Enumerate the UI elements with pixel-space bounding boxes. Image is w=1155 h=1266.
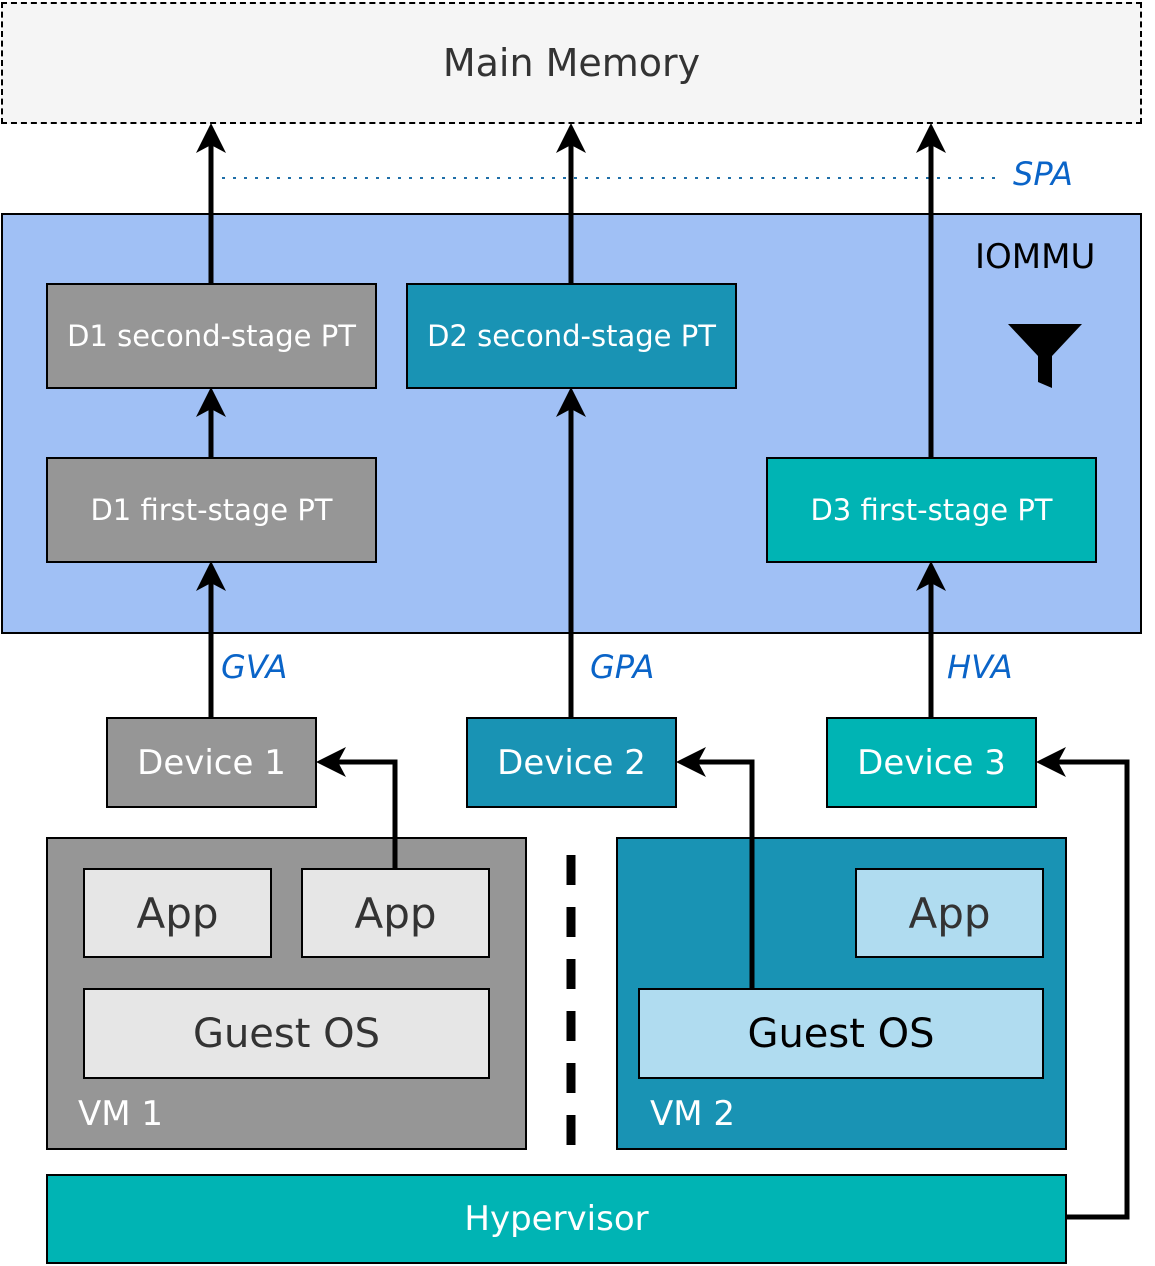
vm-1-guest-os: Guest OS xyxy=(83,988,490,1079)
spa-label: SPA xyxy=(1013,155,1073,193)
d1-second-stage-pt-label: D1 second-stage PT xyxy=(67,319,356,353)
vm-2-app-label: App xyxy=(908,888,991,938)
device-1-label: Device 1 xyxy=(137,742,286,783)
iommu-label: IOMMU xyxy=(975,237,1096,277)
d1-first-stage-pt-label: D1 first-stage PT xyxy=(90,493,333,527)
arrow-app-to-device1 xyxy=(316,747,398,868)
d3-first-stage-pt-label: D3 first-stage PT xyxy=(810,493,1053,527)
arrow-hypervisor-to-device3 xyxy=(1036,747,1130,1220)
d3-first-stage-pt: D3 first-stage PT xyxy=(766,457,1097,563)
device-2-box: Device 2 xyxy=(466,717,677,808)
vm-1-app-1-label: App xyxy=(136,888,219,938)
gva-label: GVA xyxy=(221,648,288,686)
arrow-guest-os-to-device2 xyxy=(676,747,755,988)
device-1-box: Device 1 xyxy=(106,717,317,808)
d2-second-stage-pt: D2 second-stage PT xyxy=(406,283,737,389)
main-memory-box: Main Memory xyxy=(1,2,1142,124)
device-3-box: Device 3 xyxy=(826,717,1037,808)
d2-second-stage-pt-label: D2 second-stage PT xyxy=(427,319,716,353)
hva-label: HVA xyxy=(947,648,1013,686)
hypervisor-box: Hypervisor xyxy=(46,1174,1067,1264)
vm-2-guest-os: Guest OS xyxy=(638,988,1044,1079)
funnel-filter-icon xyxy=(1008,324,1082,388)
main-memory-label: Main Memory xyxy=(442,41,701,85)
vm-1-app-2-label: App xyxy=(354,888,437,938)
vm-2-app: App xyxy=(855,868,1044,958)
vm-1-app-2: App xyxy=(301,868,490,958)
vm-1-app-1: App xyxy=(83,868,272,958)
gpa-label: GPA xyxy=(590,648,655,686)
vm-2-label: VM 2 xyxy=(650,1094,736,1134)
hypervisor-label: Hypervisor xyxy=(464,1199,649,1239)
d1-first-stage-pt: D1 first-stage PT xyxy=(46,457,377,563)
vm-1-guest-os-label: Guest OS xyxy=(192,1010,381,1057)
d1-second-stage-pt: D1 second-stage PT xyxy=(46,283,377,389)
device-3-label: Device 3 xyxy=(857,742,1006,783)
vm-2-guest-os-label: Guest OS xyxy=(747,1010,935,1057)
device-2-label: Device 2 xyxy=(497,742,646,783)
vm-1-label: VM 1 xyxy=(78,1094,164,1134)
